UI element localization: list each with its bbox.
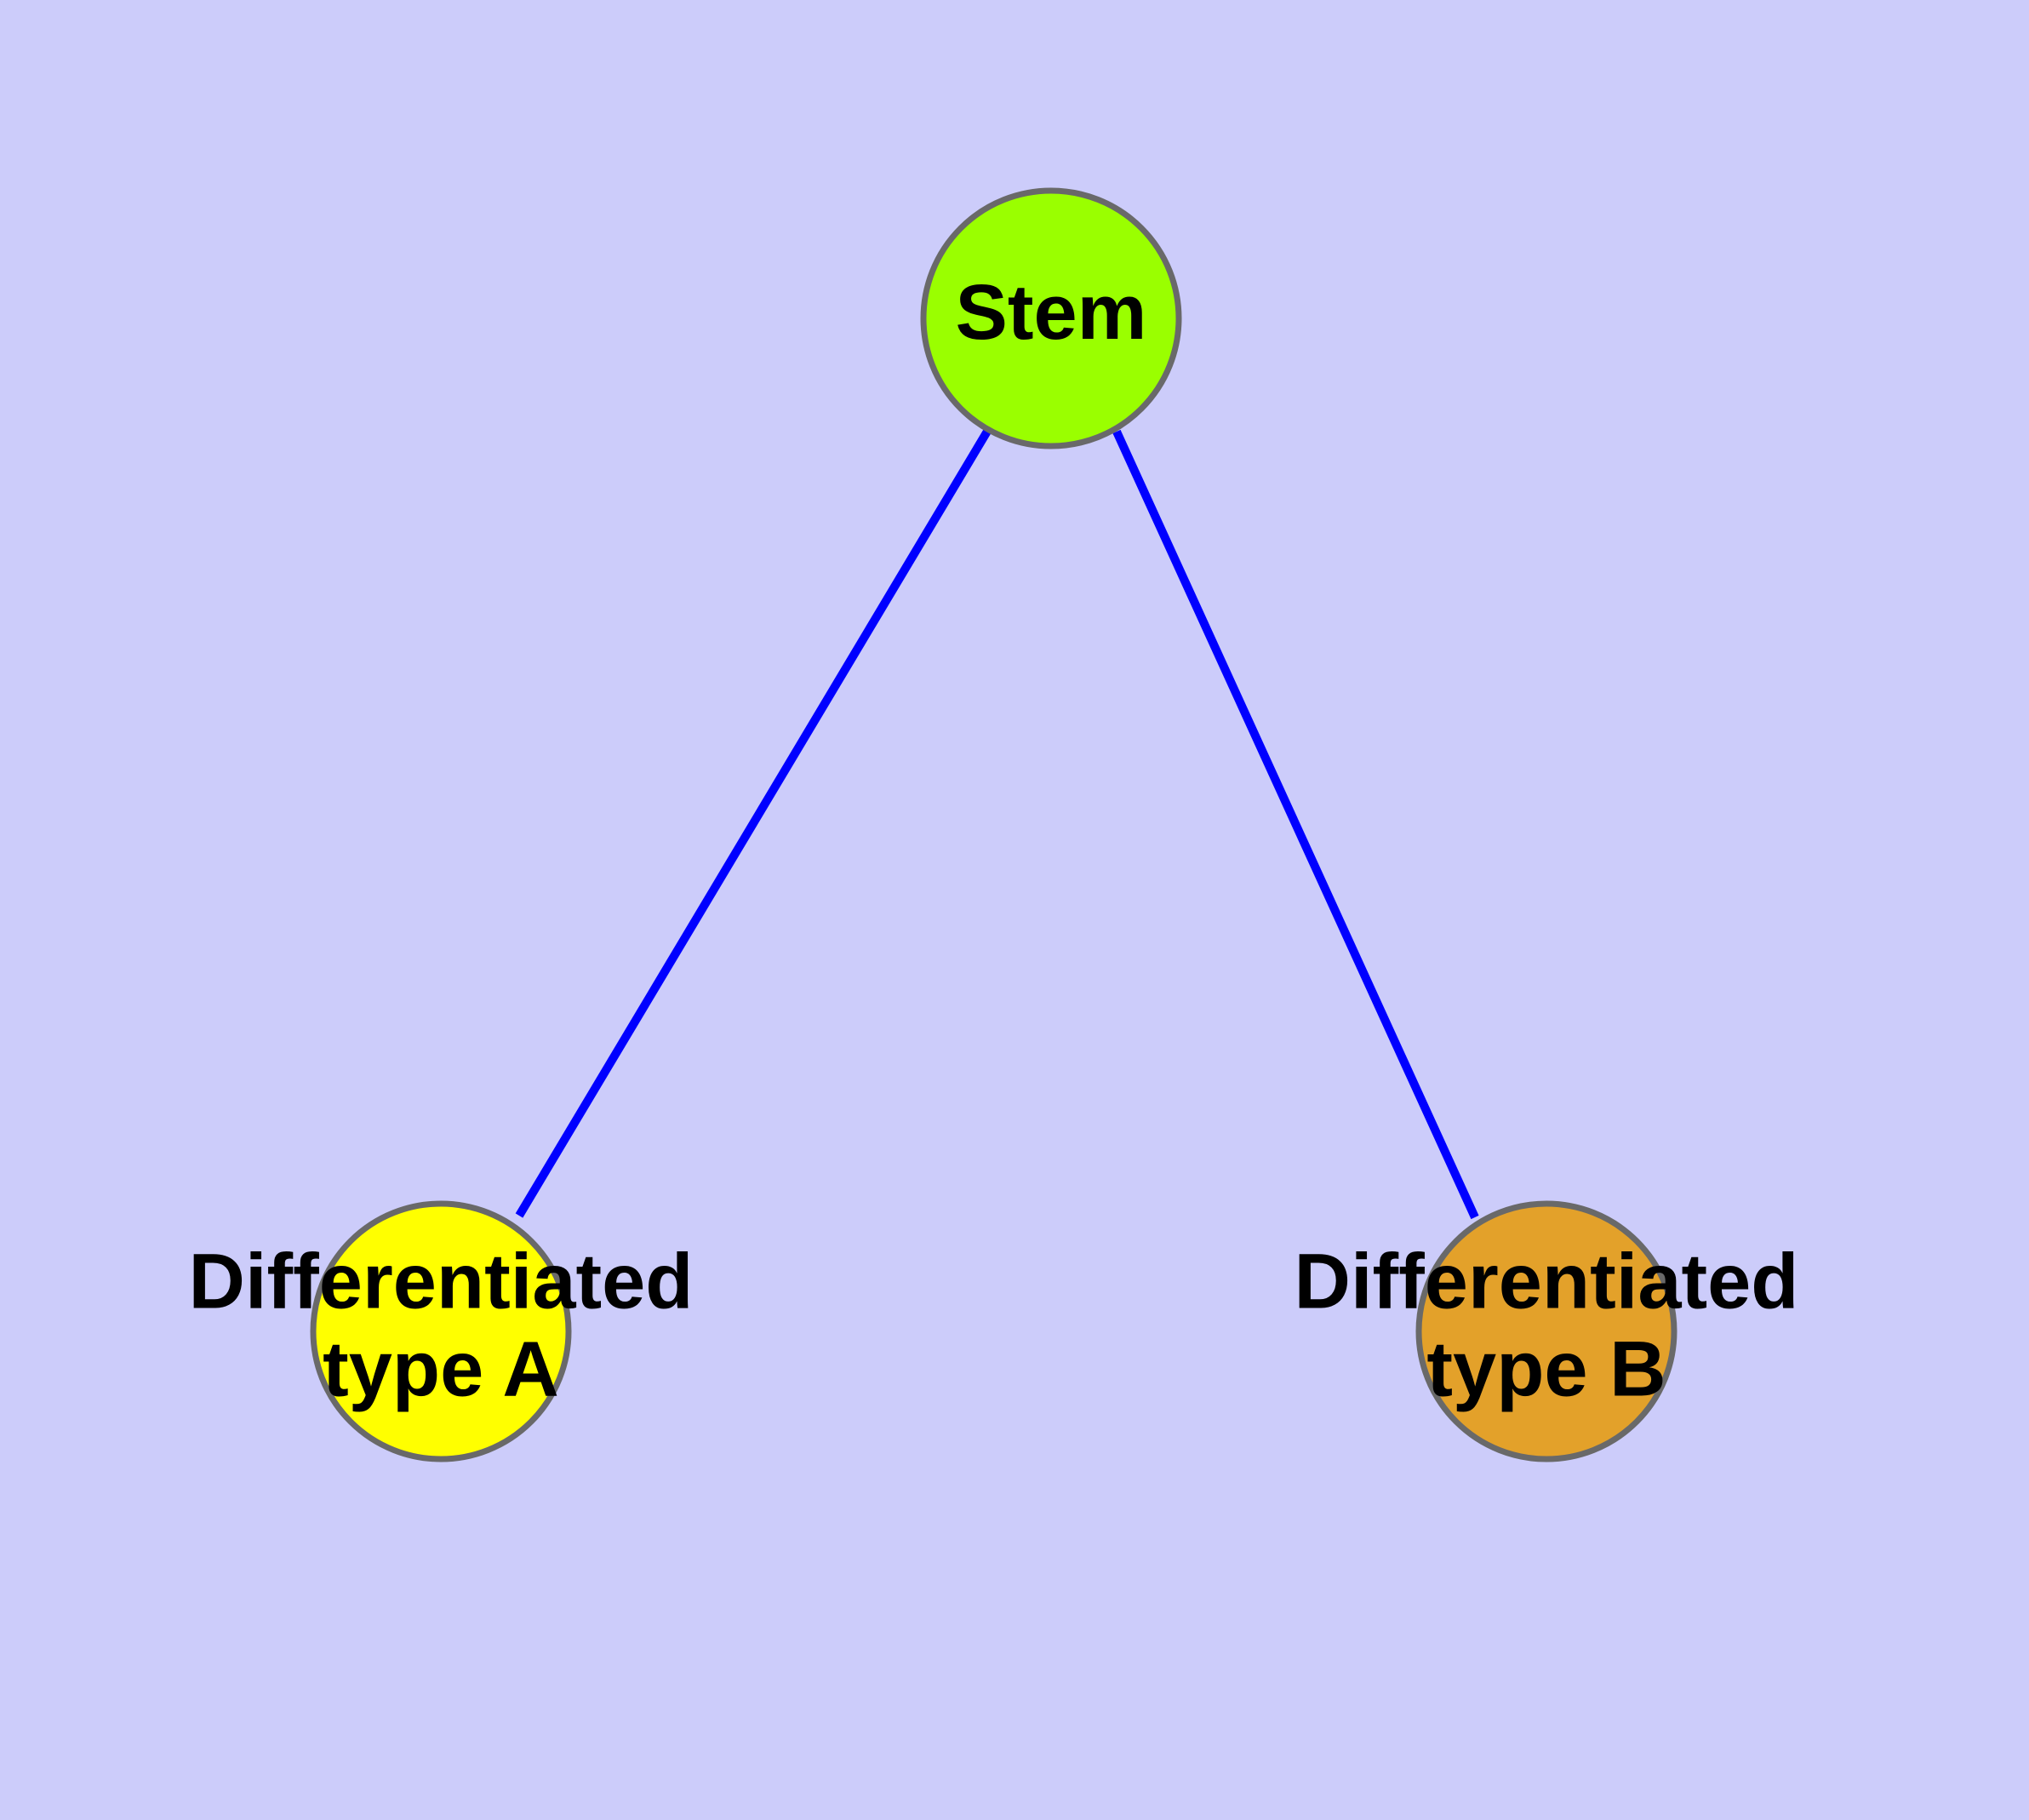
- node-diff-b-circle[interactable]: [1415, 1200, 1677, 1462]
- node-diff-a-circle[interactable]: [310, 1200, 572, 1462]
- node-stem-label: Stem: [956, 269, 1147, 356]
- node-stem[interactable]: Stem: [920, 187, 1182, 449]
- edge-stem-to-diff-a: [515, 427, 992, 1218]
- edges-group: [515, 427, 1479, 1220]
- edge-stem-to-diff-b: [1112, 429, 1479, 1220]
- node-stem-circle[interactable]: [920, 187, 1182, 449]
